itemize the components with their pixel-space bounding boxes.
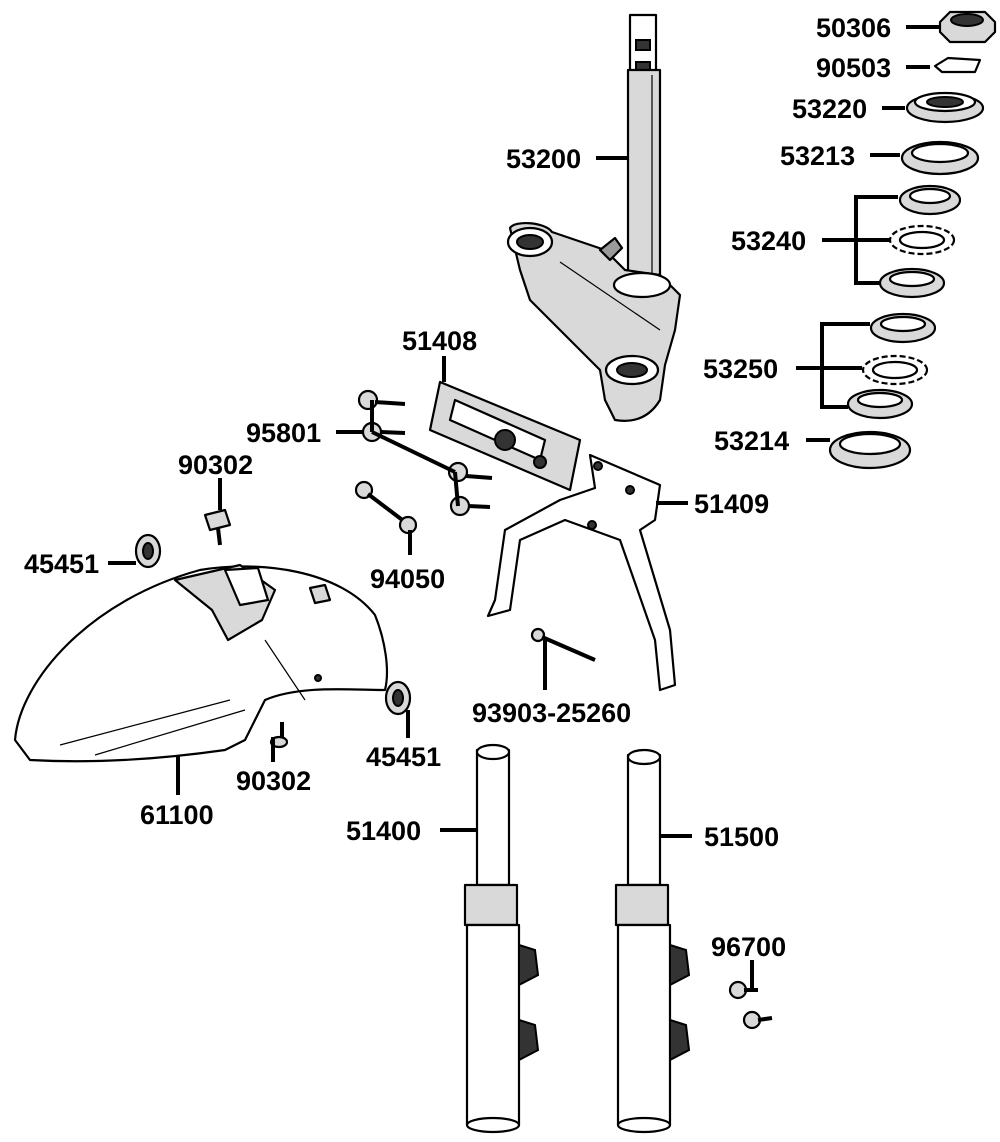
- rod-94050-drawing: [354, 480, 418, 535]
- label-90302-lower[interactable]: 90302: [236, 766, 311, 796]
- nut-50306-drawing: [938, 10, 997, 44]
- frame-bracket-51409-drawing: [486, 453, 677, 692]
- label-53240[interactable]: 53240: [731, 226, 806, 256]
- bearing-set-53250-drawing: [846, 312, 937, 420]
- label-53213[interactable]: 53213: [780, 141, 855, 171]
- fork-tube-51400-drawing: [463, 743, 540, 1134]
- screw-93903-drawing: [530, 627, 596, 662]
- label-45451-right[interactable]: 45451: [366, 742, 441, 772]
- label-53220[interactable]: 53220: [792, 94, 867, 124]
- cone-race-53214-drawing: [828, 430, 912, 470]
- label-53200[interactable]: 53200: [506, 144, 581, 174]
- bearing-set-53240-drawing: [878, 184, 962, 299]
- label-96700[interactable]: 96700: [711, 932, 786, 962]
- screw-90302-upper-drawing: [203, 508, 232, 546]
- label-94050[interactable]: 94050: [370, 564, 445, 594]
- label-51500[interactable]: 51500: [704, 822, 779, 852]
- washer-90503-drawing: [933, 56, 982, 74]
- label-51409[interactable]: 51409: [694, 489, 769, 519]
- label-90503[interactable]: 90503: [816, 53, 891, 83]
- front-fender-61100-drawing: [13, 563, 389, 763]
- label-50306[interactable]: 50306: [816, 13, 891, 43]
- label-53250[interactable]: 53250: [703, 354, 778, 384]
- label-51400[interactable]: 51400: [346, 816, 421, 846]
- label-45451-left[interactable]: 45451: [24, 549, 99, 579]
- label-95801[interactable]: 95801: [246, 418, 321, 448]
- leader-lines: [108, 25, 940, 990]
- bolts-96700-drawing: [728, 980, 773, 1030]
- part-labels: 50306 90503 53220 53213 53240 53250 5321…: [24, 13, 891, 962]
- cup-race-53213-drawing: [900, 140, 980, 176]
- label-53214[interactable]: 53214: [714, 426, 789, 456]
- label-51408[interactable]: 51408: [402, 326, 477, 356]
- steering-stem-drawing: [506, 13, 682, 422]
- bracket-plate-51408-drawing: [428, 380, 582, 492]
- grommet-45451-left-drawing: [134, 533, 162, 569]
- label-90302-upper[interactable]: 90302: [178, 450, 253, 480]
- label-61100[interactable]: 61100: [140, 800, 214, 830]
- fork-tube-51500-drawing: [614, 748, 691, 1134]
- grommet-45451-right-drawing: [384, 680, 412, 716]
- label-93903-25260[interactable]: 93903-25260: [472, 698, 631, 728]
- cone-race-53220-drawing: [905, 91, 985, 124]
